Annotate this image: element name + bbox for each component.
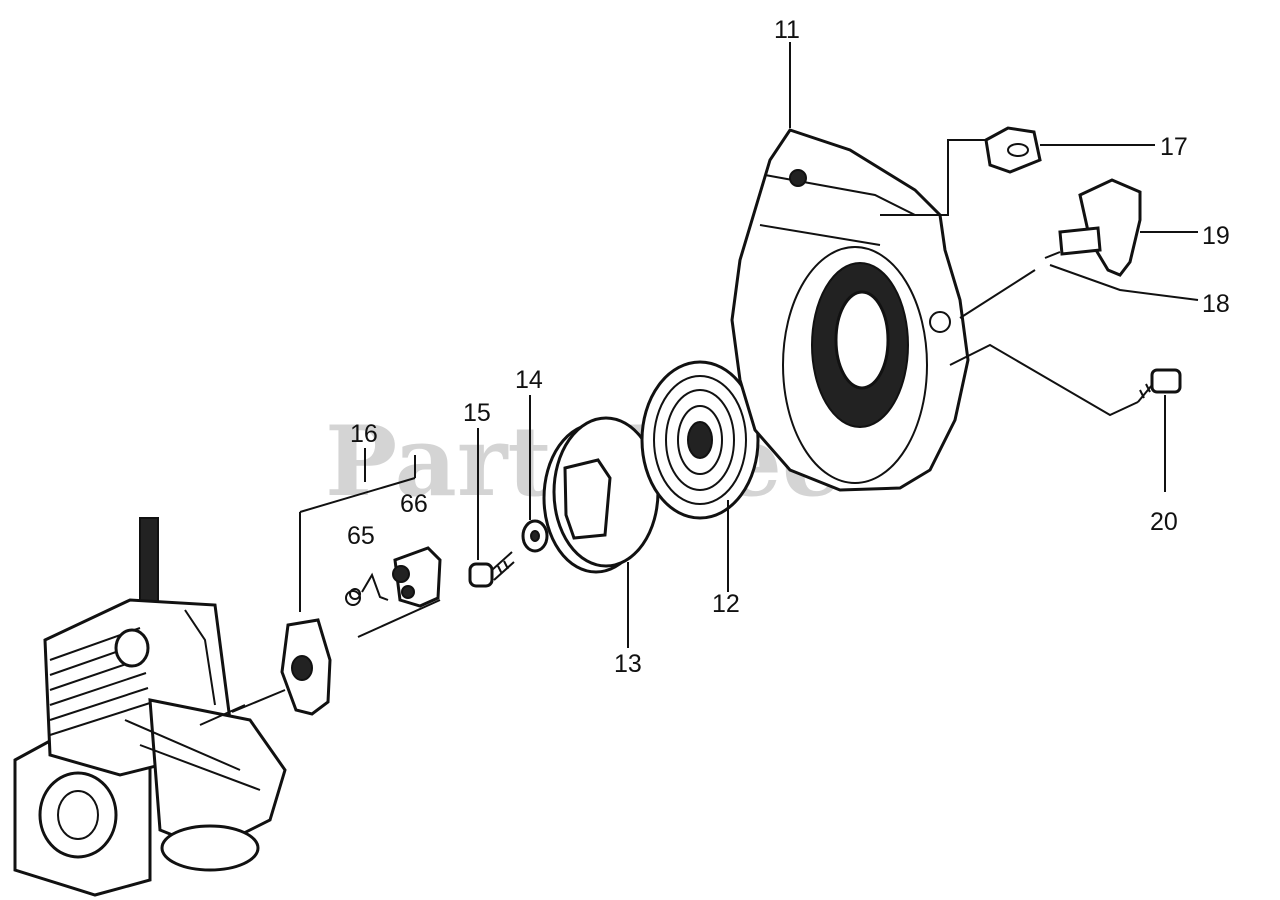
label-14: 14 — [515, 366, 543, 394]
part-14-washer — [521, 395, 549, 553]
part-15-screw — [468, 428, 515, 588]
label-65: 65 — [347, 522, 375, 550]
part-11-housing — [730, 42, 970, 492]
part-13-reel — [542, 416, 660, 648]
part-66-pawl — [357, 546, 442, 638]
part-17-guide — [880, 126, 1155, 216]
label-19: 19 — [1202, 222, 1230, 250]
part-20-bolt — [949, 343, 1182, 492]
label-66: 66 — [400, 490, 428, 518]
label-18: 18 — [1202, 290, 1230, 318]
engine-block — [13, 517, 287, 897]
part-19-handle — [1058, 178, 1198, 277]
part-16-plate — [280, 448, 416, 716]
part-labels: 11 12 13 14 15 16 17 18 19 20 65 66 — [347, 16, 1230, 678]
label-11: 11 — [774, 16, 800, 44]
part-65-spring — [345, 572, 389, 606]
label-16: 16 — [350, 420, 378, 448]
label-12: 12 — [712, 590, 740, 618]
part-18-rope — [959, 251, 1199, 319]
label-17: 17 — [1160, 133, 1188, 161]
label-15: 15 — [463, 399, 491, 427]
label-13: 13 — [614, 650, 642, 678]
part-12-spring — [640, 360, 760, 592]
label-20: 20 — [1150, 508, 1178, 536]
